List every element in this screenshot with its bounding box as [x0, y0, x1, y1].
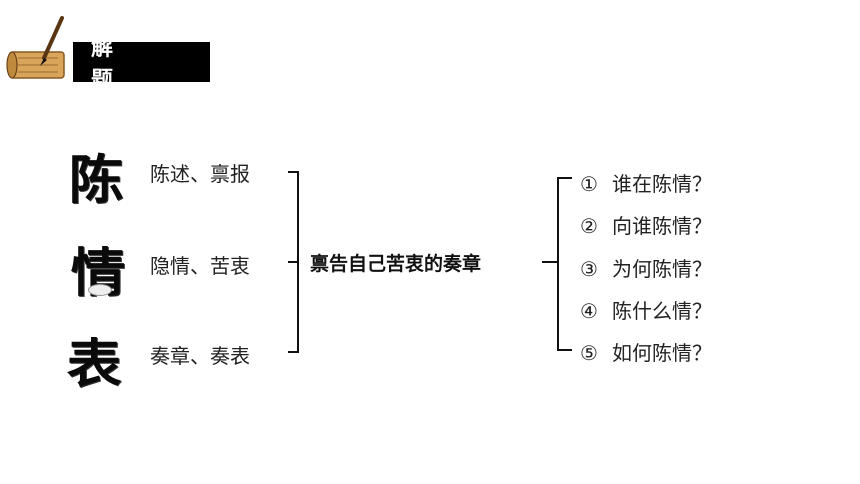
question-text: 谁在陈情？	[612, 172, 712, 196]
question-item: ⑤ 如何陈情？	[580, 337, 712, 366]
question-number: ②	[580, 214, 598, 238]
question-text: 向谁陈情？	[612, 214, 712, 238]
meaning-qing: 隐情、苦衷	[150, 254, 250, 278]
question-item: ② 向谁陈情？	[580, 210, 712, 239]
meaning-biao: 奏章、奏表	[150, 344, 250, 368]
calligraphy-char-biao: 表	[66, 334, 122, 395]
question-number: ③	[580, 257, 598, 281]
center-summary: 禀告自己苦衷的奏章	[310, 253, 482, 275]
question-text: 陈什么情？	[612, 299, 712, 323]
question-number: ④	[580, 299, 598, 323]
section-title: 解 题	[73, 36, 210, 93]
seal-icon	[88, 284, 112, 296]
question-item: ④ 陈什么情？	[580, 295, 712, 324]
scroll-brush-icon	[6, 16, 65, 79]
question-text: 如何陈情？	[612, 341, 712, 365]
meaning-chen: 陈述、禀报	[150, 162, 250, 186]
calligraphy-char-chen: 陈	[68, 150, 124, 211]
question-item: ① 谁在陈情？	[580, 168, 712, 197]
right-bracket	[557, 177, 572, 351]
question-number: ①	[580, 172, 598, 196]
question-item: ③ 为何陈情？	[580, 253, 712, 282]
question-number: ⑤	[580, 341, 598, 365]
question-text: 为何陈情？	[612, 257, 712, 281]
